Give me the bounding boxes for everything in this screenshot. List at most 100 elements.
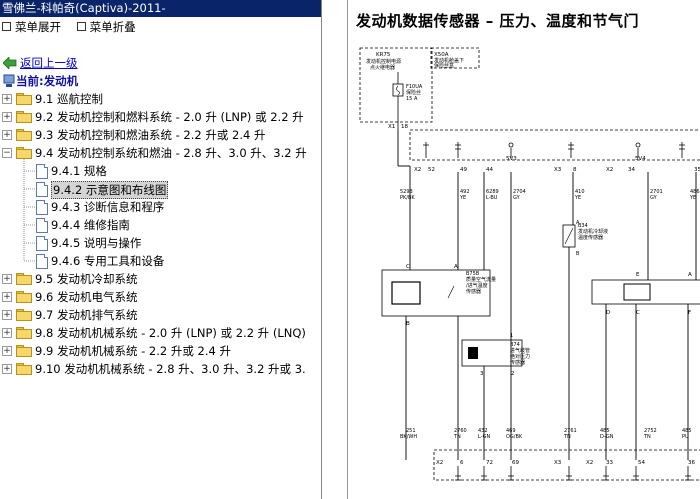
svg-text:质量空气流量: 质量空气流量 — [466, 276, 496, 283]
menu-bar: 菜单展开 菜单折叠 — [0, 17, 321, 37]
pane-splitter[interactable] — [321, 0, 348, 499]
document-icon — [36, 182, 48, 197]
tree-node-label: 9.10 发动机机械系统 - 2.8 升、3.0 升、3.2 升或 3. — [35, 362, 306, 376]
svg-text:8: 8 — [573, 167, 577, 173]
tree-node-label: 9.2 发动机控制和燃料系统 - 2.0 升 (LNP) 或 2.2 升 — [35, 110, 304, 124]
menu-expand-label: 菜单展开 — [15, 20, 61, 34]
svg-text:TN: TN — [453, 434, 461, 440]
folder-icon — [16, 363, 32, 375]
svg-text:485: 485 — [682, 428, 692, 434]
folder-icon — [16, 327, 32, 339]
svg-text:PK/BK: PK/BK — [400, 195, 415, 201]
svg-text:34: 34 — [628, 167, 635, 173]
folder-icon — [16, 309, 32, 321]
svg-text:2761: 2761 — [564, 428, 577, 434]
svg-text:进气歧管: 进气歧管 — [510, 347, 530, 354]
menu-collapse-label: 菜单折叠 — [89, 20, 136, 34]
menu-collapse-button[interactable]: 菜单折叠 — [76, 17, 136, 37]
expand-toggle-icon[interactable]: + — [2, 310, 12, 320]
svg-text:5V4: 5V4 — [635, 156, 646, 162]
fuse-symbol — [392, 83, 404, 97]
tree-node-label: 9.5 发动机冷却系统 — [35, 272, 138, 286]
svg-text:2704: 2704 — [513, 189, 526, 195]
svg-text:C: C — [636, 310, 640, 316]
svg-text:L-BU: L-BU — [486, 195, 498, 201]
svg-text:A: A — [454, 264, 458, 270]
folder-icon — [16, 111, 32, 123]
folder-icon — [16, 345, 32, 357]
tree-node-label: 9.3 发动机控制和燃油系统 - 2.2 升或 2.4 升 — [35, 128, 266, 142]
svg-text:2: 2 — [511, 371, 515, 377]
svg-text:传感器: 传感器 — [466, 288, 481, 295]
x50a-label-1: 发动机舱盖下 — [434, 57, 464, 64]
svg-text:251: 251 — [406, 428, 416, 434]
svg-text:E: E — [636, 272, 640, 278]
svg-text:52: 52 — [428, 167, 435, 173]
menu-icon — [2, 22, 11, 31]
kr75-box — [359, 47, 433, 123]
svg-text:492: 492 — [460, 189, 470, 195]
svg-text:X2: X2 — [586, 460, 593, 466]
menu-icon — [76, 22, 86, 31]
svg-text:49: 49 — [460, 167, 467, 173]
expand-toggle-icon[interactable]: + — [2, 130, 12, 140]
svg-text:B: B — [576, 251, 580, 257]
expand-toggle-icon[interactable]: + — [2, 346, 12, 356]
svg-text:YE: YE — [689, 195, 696, 201]
back-arrow-icon — [3, 57, 17, 69]
expand-toggle-icon[interactable]: + — [2, 364, 12, 374]
wiring-diagram: KR75 发动机控制电源 点火继电器 X50A 发动机舱盖下 保险丝盒 F10U… — [359, 47, 700, 481]
svg-text:L-GN: L-GN — [478, 434, 491, 440]
ecm-bottom-box — [433, 449, 700, 481]
svg-text:GY: GY — [650, 195, 658, 201]
svg-text:3: 3 — [480, 371, 484, 377]
svg-text:TN: TN — [643, 434, 651, 440]
svg-text:72: 72 — [486, 460, 493, 466]
x2b-label: X2 — [606, 167, 613, 173]
expand-toggle-icon[interactable]: + — [2, 94, 12, 104]
svg-text:54: 54 — [638, 460, 645, 466]
b74-sensor — [461, 339, 523, 367]
x50a-box — [430, 47, 480, 69]
svg-text:469: 469 — [506, 428, 516, 434]
svg-text:F: F — [688, 310, 691, 316]
document-icon — [36, 254, 48, 269]
window-title: 雪佛兰-科帕奇(Captiva)-2011- — [0, 0, 321, 17]
folder-icon — [16, 273, 32, 285]
expand-toggle-icon[interactable]: + — [2, 292, 12, 302]
svg-text:69: 69 — [512, 460, 519, 466]
svg-text:A: A — [688, 272, 692, 278]
svg-text:GY: GY — [513, 195, 521, 201]
throttle-body — [591, 279, 700, 305]
svg-text:X3: X3 — [554, 460, 562, 466]
collapse-toggle-icon[interactable]: − — [2, 148, 12, 158]
svg-text:6: 6 — [460, 460, 464, 466]
expand-toggle-icon[interactable]: + — [2, 112, 12, 122]
svg-text:33: 33 — [606, 460, 613, 466]
document-icon — [36, 236, 48, 251]
expand-toggle-icon[interactable]: + — [2, 274, 12, 284]
tree-node-label: 9.9 发动机机械系统 - 2.2 升或 2.4 升 — [35, 344, 231, 358]
tree-node-label: 9.4.1 规格 — [51, 164, 107, 178]
tree-node-label: 9.6 发动机电气系统 — [35, 290, 138, 304]
folder-icon — [16, 93, 32, 105]
svg-text:1: 1 — [510, 333, 513, 339]
svg-text:5293: 5293 — [400, 189, 413, 195]
svg-text:YE: YE — [459, 195, 466, 201]
expand-toggle-icon[interactable]: + — [2, 328, 12, 338]
svg-text:B34: B34 — [578, 223, 588, 229]
menu-expand-button[interactable]: 菜单展开 — [2, 17, 61, 37]
tree-node-label: 9.4.4 维修指南 — [51, 218, 130, 232]
svg-text:X2: X2 — [436, 460, 443, 466]
svg-text:B: B — [406, 321, 410, 327]
svg-text:486: 486 — [690, 189, 700, 195]
computer-icon — [3, 74, 15, 87]
svg-text:YE: YE — [574, 195, 581, 201]
svg-text:TN: TN — [563, 434, 571, 440]
svg-text:2701: 2701 — [650, 189, 663, 195]
document-pane: 发动机数据传感器 – 压力、温度和节气门 KR75 发动机控制电源 点火继电器 … — [347, 0, 700, 499]
x50a-label-2: 保险丝盒 — [434, 62, 454, 69]
x1-label: X1 — [388, 124, 395, 130]
svg-text:D-GN: D-GN — [600, 434, 614, 440]
svg-text:410: 410 — [575, 189, 585, 195]
